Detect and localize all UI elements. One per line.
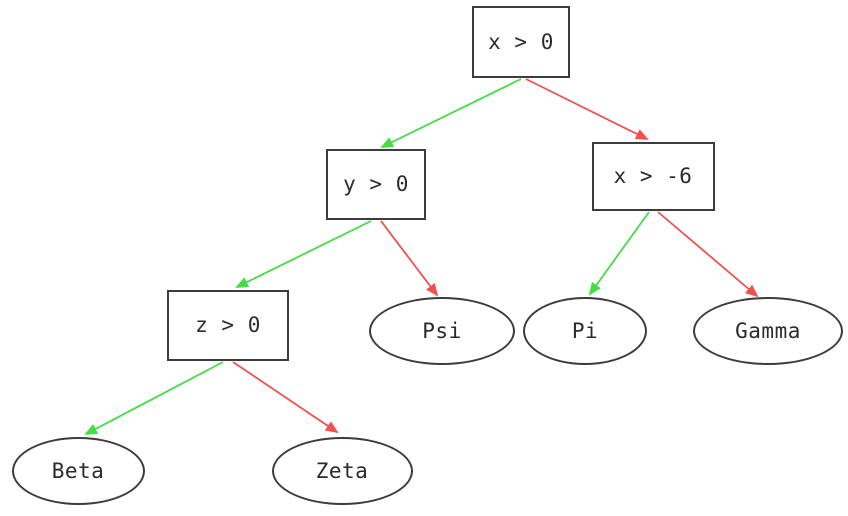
decision-node-z0: z > 0: [167, 289, 289, 361]
tree-edge-z0-beta: [84, 361, 224, 435]
tree-edge-xm6-gamma: [657, 211, 759, 298]
tree-edge-xm6-pi: [588, 211, 650, 296]
tree-edge-root-y0: [380, 78, 522, 148]
node-label: Gamma: [735, 319, 801, 343]
node-label: z > 0: [195, 313, 261, 337]
node-label: Psi: [422, 319, 462, 343]
leaf-node-gamma: Gamma: [693, 297, 843, 365]
tree-edge-y0-z0: [235, 220, 372, 288]
node-label: Pi: [571, 319, 599, 343]
node-label: y > 0: [343, 172, 409, 196]
leaf-node-pi: Pi: [523, 297, 647, 365]
leaf-node-zeta: Zeta: [271, 437, 413, 505]
node-label: x > -6: [613, 164, 693, 188]
tree-edge-root-xm6: [525, 78, 649, 140]
decision-node-y0: y > 0: [326, 148, 426, 220]
leaf-node-beta: Beta: [11, 437, 145, 505]
decision-node-root: x > 0: [472, 6, 570, 78]
tree-edge-z0-zeta: [232, 361, 339, 434]
node-label: Zeta: [315, 459, 369, 483]
tree-edge-y0-psi: [380, 220, 439, 297]
decision-node-xm6: x > -6: [591, 141, 715, 211]
leaf-node-psi: Psi: [369, 297, 515, 365]
node-label: x > 0: [488, 30, 554, 54]
node-label: Beta: [51, 459, 105, 483]
